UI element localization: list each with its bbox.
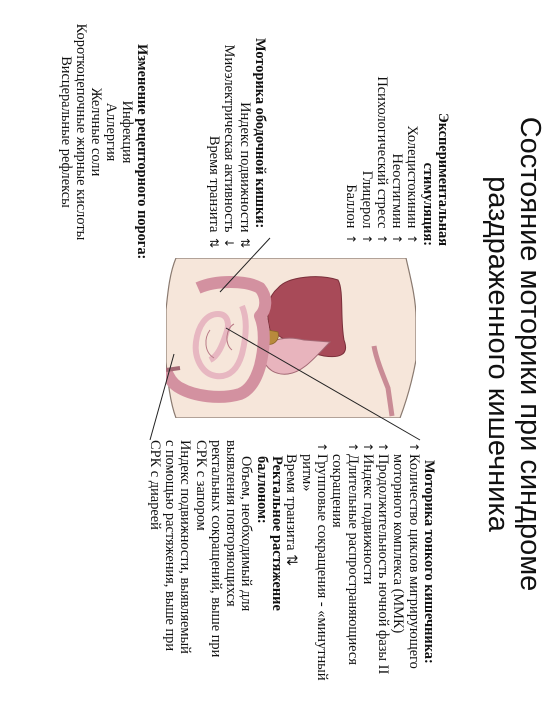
small-intestine-line: ↑Количество циклов мигрирующего [405, 440, 422, 704]
small-intestine-line: ↑Длительные распространяющиеся [344, 440, 361, 704]
up-arrow-icon: ↑ [345, 441, 360, 453]
digestive-system-illustration [166, 258, 416, 418]
small-intestine-line: ↑Продолжительность ночной фазы II [375, 440, 392, 704]
leader-rectum [149, 353, 175, 441]
small-intestine-line-text: Время транзита ⇅ [283, 454, 300, 567]
rectal-distension-block: Ректальное растяжение баллоном: Объем, н… [146, 440, 285, 704]
esophagus [371, 345, 395, 417]
rectum [166, 366, 181, 372]
small-intestine-line-text: Групповые сокращения - «минутный [313, 454, 330, 681]
colon [166, 276, 272, 403]
small-intestine-heading: Моторика тонкого кишечника: [421, 460, 437, 664]
small-intestine-line-text: ритм» [298, 454, 315, 492]
rectal-heading-line-1: Ректальное растяжение [269, 456, 285, 611]
rectal-line: выявления повторяющихся [223, 440, 240, 607]
small-intestine-line-text: сокращения [329, 454, 346, 528]
rectal-line: СРК с диареей [146, 440, 163, 530]
small-intestine-line-text: Продолжительность ночной фазы II [375, 454, 392, 675]
small-intestine-line: моторного комплекса (ММК) [390, 440, 407, 704]
rectal-line: с помощью растяжения, выше при [161, 440, 178, 652]
small-intestine-line: ритм» [298, 440, 315, 704]
stomach [262, 337, 332, 375]
up-arrow-icon: ↑ [406, 441, 421, 453]
leader-colon [219, 237, 271, 293]
up-arrow-icon: ↑ [314, 441, 329, 453]
rectal-line: Объем, необходимый для [238, 456, 255, 612]
small-intestine-line: ↑Индекс подвижности [359, 440, 376, 704]
rectal-line: СРК с запором [192, 440, 209, 531]
small-intestine-line-text: Длительные распространяющиеся [344, 454, 361, 665]
leader-small-intestine [225, 327, 421, 441]
small-intestine-line-text: Индекс подвижности [359, 454, 376, 585]
small-intestine-line: ↑Групповые сокращения - «минутный [313, 440, 330, 704]
small-intestine-line: Время транзита ⇅ [283, 440, 300, 704]
small-intestine-motility-block: Моторика тонкого кишечника: ↑Количество … [283, 440, 437, 704]
rectal-line: ректальных сокращений, выше при [207, 440, 224, 658]
small-intestine-line: сокращения [329, 440, 346, 704]
small-intestine-loops [205, 323, 235, 359]
up-arrow-icon: ↑ [376, 441, 391, 453]
small-intestine-line-text: Количество циклов мигрирующего [405, 454, 422, 669]
up-arrow-icon: ↑ [360, 441, 375, 453]
small-intestine [192, 304, 249, 380]
small-intestine-line-text: моторного комплекса (ММК) [390, 454, 407, 634]
rectal-line: Индекс подвижности, выявляемый [177, 440, 194, 654]
rectal-heading-line-2: баллоном: [253, 456, 270, 524]
